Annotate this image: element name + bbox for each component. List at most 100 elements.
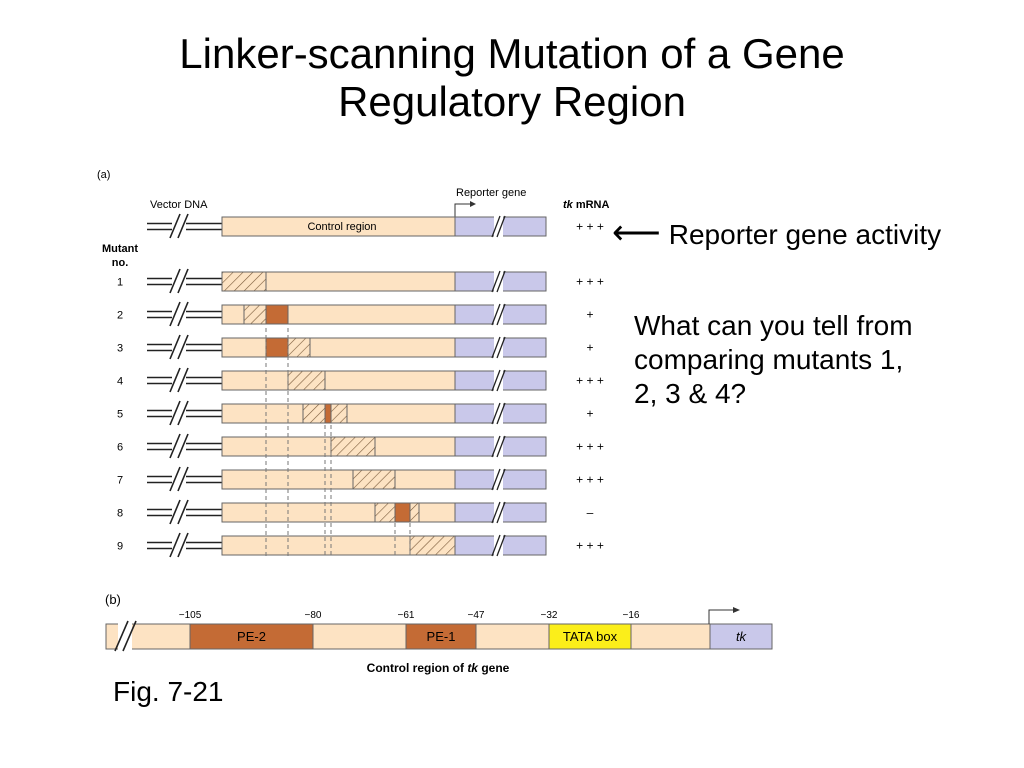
reporter-break-slash-icon xyxy=(491,336,501,359)
transcription-start-arrow-b xyxy=(708,609,733,624)
reporter-gene-label: Reporter gene xyxy=(456,187,526,199)
question-line-1: What can you tell from xyxy=(634,310,913,341)
linker-scan-mutation xyxy=(221,271,267,292)
mutant-header-line-2: no. xyxy=(112,257,129,269)
reporter-break-slash-icon xyxy=(496,336,506,359)
caption-suffix: gene xyxy=(478,661,510,675)
figure-reference: Fig. 7-21 xyxy=(113,676,224,707)
linker-scan-mutation xyxy=(330,436,376,457)
reporter-break-slash-icon xyxy=(496,468,506,491)
mutant-row: 3+ xyxy=(117,334,594,360)
reporter-break-slash-icon xyxy=(496,215,506,238)
reporter-activity-text: Reporter gene activity xyxy=(668,219,942,250)
reporter-break-gap xyxy=(494,468,503,491)
transcription-start-arrow-a xyxy=(454,203,470,218)
reporter-break-slash-icon xyxy=(496,534,506,557)
control-region-bar xyxy=(221,370,456,391)
slide-title-line-1: Linker-scanning Mutation of a Gene xyxy=(179,30,845,77)
mutant-row: 8– xyxy=(117,499,594,525)
break-slash-icon xyxy=(169,532,181,558)
reporter-break-slash-icon xyxy=(496,303,506,326)
panel-b-label: (b) xyxy=(105,592,121,607)
reporter-activity-value: + + + xyxy=(576,374,604,388)
position-label: −105 xyxy=(179,610,202,621)
mutation-in-control-element xyxy=(265,304,289,325)
alignment-guides xyxy=(265,328,411,556)
reporter-break-slash-icon xyxy=(491,303,501,326)
mutation-in-control-element xyxy=(265,337,289,358)
break-slash-icon xyxy=(177,499,189,525)
pe1-element xyxy=(405,623,477,650)
reporter-break-gap xyxy=(494,336,503,359)
mutant-number: 2 xyxy=(117,310,123,322)
control-region-bar xyxy=(221,337,456,358)
reporter-break-slash-icon xyxy=(491,270,501,293)
mutation-in-control-element xyxy=(324,403,332,424)
break-gap xyxy=(172,302,186,327)
mutant-number: 5 xyxy=(117,409,123,421)
reporter-break-gap xyxy=(494,369,503,392)
reporter-break-slash-icon xyxy=(496,402,506,425)
break-slash-icon xyxy=(177,433,189,459)
mutant-number: 1 xyxy=(117,277,123,289)
break-gap xyxy=(172,401,186,426)
tk-mrna-rest: mRNA xyxy=(573,199,610,211)
caption-italic: tk xyxy=(467,661,479,675)
break-slash-icon xyxy=(169,367,181,393)
position-label: −16 xyxy=(623,610,640,621)
reporter-break-slash-icon xyxy=(491,534,501,557)
linker-scan-mutation xyxy=(287,370,326,391)
tk-gene xyxy=(709,623,773,650)
reporter-break-slash-icon xyxy=(496,501,506,524)
slide-title-line-2: Regulatory Region xyxy=(338,78,686,125)
mutant-row: 4 + + + xyxy=(117,367,604,393)
reporter-break-gap xyxy=(494,270,503,293)
linker-scan-mutation xyxy=(409,535,456,556)
mutation-in-control-element xyxy=(394,502,411,523)
break-gap xyxy=(172,368,186,393)
left-arrow-icon: ⟵ xyxy=(612,214,661,252)
break-slash-icon xyxy=(177,532,189,558)
reporter-break-gap xyxy=(494,215,503,238)
break-gap xyxy=(172,269,186,294)
break-slash-icon xyxy=(169,213,181,239)
linker-scan-mutation xyxy=(352,469,396,490)
mutant-row: 9 + + + xyxy=(117,532,604,558)
pe1-element-label: PE-1 xyxy=(427,629,456,644)
mutant-number: 8 xyxy=(117,508,123,520)
position-label: −47 xyxy=(468,610,485,621)
mutant-row: 6+ + + xyxy=(117,433,604,459)
break-slash-icon xyxy=(169,433,181,459)
vector-dna-label: Vector DNA xyxy=(150,199,208,211)
reporter-activity-value: + + + xyxy=(576,275,604,289)
reporter-activity-value: + xyxy=(586,308,593,322)
reporter-activity-value: + + + xyxy=(576,539,604,553)
pe2-element xyxy=(189,623,314,650)
mutant-number: 9 xyxy=(117,541,123,553)
reporter-break-slash-icon xyxy=(496,270,506,293)
reporter-break-gap xyxy=(494,402,503,425)
reporter-break-slash-icon xyxy=(491,402,501,425)
break-slash-icon xyxy=(177,466,189,492)
reporter-break-slash-icon xyxy=(491,435,501,458)
break-slash-icon xyxy=(169,268,181,294)
mutant-header-line-1: Mutant xyxy=(102,243,138,255)
reporter-break-slash-icon xyxy=(496,435,506,458)
transcription-start-arrowhead-b xyxy=(733,607,740,613)
mutant-number: 4 xyxy=(117,376,123,388)
break-slash-icon xyxy=(114,620,129,652)
mutant-row: 7+ + + xyxy=(117,466,604,492)
caption-prefix: Control region of xyxy=(367,661,468,675)
control-region-bar xyxy=(221,502,456,523)
reporter-break-gap xyxy=(494,303,503,326)
mutant-number: 7 xyxy=(117,475,123,487)
break-slash-icon xyxy=(177,301,189,327)
control-region-caption: Control region of tk gene xyxy=(367,661,510,675)
reporter-activity-value: + xyxy=(586,407,593,421)
reporter-break-slash-icon xyxy=(491,501,501,524)
break-gap xyxy=(172,335,186,360)
break-slash-icon xyxy=(169,334,181,360)
break-gap xyxy=(172,500,186,525)
reporter-break-gap xyxy=(494,501,503,524)
